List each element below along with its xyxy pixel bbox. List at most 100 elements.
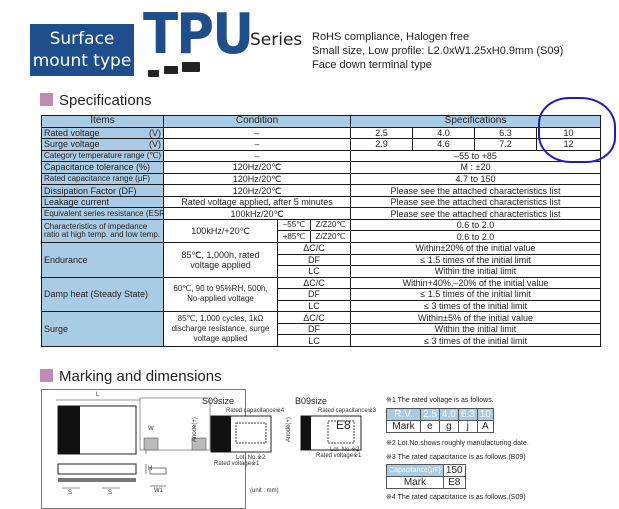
surge-voltage-value: 2.9 xyxy=(350,138,414,151)
dim-label-w1: W1 xyxy=(154,488,163,494)
surge-item-value: ≤ 3 times of the initial limit xyxy=(350,334,602,347)
damp-heat-label: Damp heat (Steady State) xyxy=(41,276,164,313)
damp-item-key: LC xyxy=(276,299,352,313)
rated-voltage-value: 6.3 xyxy=(474,126,538,140)
surge-cond: 85℃, 1,000 cycles, 1kΩ discharge resista… xyxy=(163,311,278,347)
endurance-label: Endurance xyxy=(41,242,164,278)
rated-voltage-mark-table: R.V. 2.5 4.0 6.3 10 Mark e g j A xyxy=(386,408,494,433)
cap-mark: E8 xyxy=(442,476,466,489)
spec-row-label: Category temperature range (℃) xyxy=(41,149,164,163)
hand-drawn-circle-annotation xyxy=(538,97,616,163)
rv-head: R.V. xyxy=(386,408,421,421)
spec-row-value: Please see the attached characteristics … xyxy=(350,184,602,197)
rated-voltage-value: 2.5 xyxy=(350,126,414,140)
surge-item-key: DF xyxy=(276,322,352,336)
note-2: ※2 Lot.No.shows roughly manufacturing da… xyxy=(386,440,529,447)
impedance-cond: 100kHz/+20℃ xyxy=(163,218,278,244)
desc-line: RoHS compliance, Halogen free xyxy=(312,31,470,43)
surge-item-value: Within the initial limit xyxy=(350,322,602,336)
section-title: Specifications xyxy=(59,92,152,109)
spec-row-cond: 120Hz/20℃ xyxy=(162,172,352,186)
impedance-ratio-high: Z/Z20℃ xyxy=(309,230,352,243)
damp-item-key: DF xyxy=(276,288,352,301)
surge-item-key: LC xyxy=(276,334,352,347)
b09-size-label: B09size xyxy=(295,396,328,406)
s09-size-label: S09size xyxy=(202,396,235,406)
impedance-spec-low: 0.6 to 2.0 xyxy=(350,218,602,232)
section-marker xyxy=(40,369,53,382)
s09-anode-label: Anode(+) xyxy=(192,417,198,442)
desc-line: Small size, Low profile: L2.0xW1.25xH0.9… xyxy=(312,45,564,57)
damp-heat-cond: 60℃, 90 to 95%RH, 500h, No-applied volta… xyxy=(163,276,278,313)
spec-row-cond: Rated voltage applied, after 5 minutes xyxy=(162,195,352,209)
s09-lot-label: Lot. No.※2 xyxy=(236,455,266,461)
product-description: RoHS compliance, Halogen free Small size… xyxy=(312,30,563,72)
endurance-item-key: ΔC/C xyxy=(276,242,352,255)
spec-row-value: –55 to +85 xyxy=(350,149,602,163)
spec-row-label: Capacitance tolerance (%) xyxy=(41,161,164,174)
note-3: ※3 The rated capacitance is as follows.(… xyxy=(386,454,526,461)
specifications-table: Items Condition Specifications Rated vol… xyxy=(41,115,602,347)
cap-head: Capacitance(μF) xyxy=(386,464,444,477)
s09-rated-volt-label: Rated voltage※1 xyxy=(214,461,260,467)
rated-voltage-cond: – xyxy=(162,126,352,140)
spec-row-cond: 120Hz/20℃ xyxy=(162,184,352,197)
unit-label: (unit : mm) xyxy=(250,488,279,494)
spec-row-label: Equivalent series resistance (ESR) xyxy=(41,207,164,220)
cap-value: 150 xyxy=(442,464,466,477)
surface-mount-badge: Surface mount type xyxy=(30,24,134,76)
section-marker xyxy=(40,93,53,106)
spec-row-value: 4.7 to 150 xyxy=(350,172,602,186)
series-suffix: Series xyxy=(250,30,303,50)
spec-row-value: M : ±20 xyxy=(350,161,602,174)
dim-label-w: W xyxy=(148,426,154,432)
dim-label-s: S xyxy=(108,490,113,496)
spec-row-cond: 100kHz/20℃ xyxy=(162,207,352,220)
dim-label-h: H xyxy=(148,466,153,472)
s09-rated-cap-label: Rated capacitance※4 xyxy=(226,408,285,414)
impedance-label: Characteristics of impedance ratio at hi… xyxy=(41,218,164,244)
b09-rated-cap-label: Rated capacitance※3 xyxy=(318,408,377,414)
mark-head: Mark xyxy=(386,420,421,433)
cap-mark-head: Mark xyxy=(386,476,444,489)
surge-voltage-value: 4.6 xyxy=(412,138,476,151)
surge-item-value: Within±5% of the initial value xyxy=(350,311,602,324)
spec-row-cond: 120Hz/20℃ xyxy=(162,161,352,174)
s09-chip-marking-svg xyxy=(210,415,272,453)
marking-notes: ※1 The rated voltage is as follows. R.V.… xyxy=(386,396,529,501)
desc-line: Face down terminal type xyxy=(312,59,432,71)
rv-value: 10 xyxy=(476,408,494,421)
surge-item-key: ΔC/C xyxy=(276,311,352,324)
section-title: Marking and dimensions xyxy=(59,368,222,385)
mark-value: e xyxy=(420,420,440,433)
note-4: ※4 The rated capacitance is as follows.(… xyxy=(386,494,526,501)
damp-item-value: ≤ 1.5 times of the initial limit xyxy=(350,288,602,301)
dim-label-l: L xyxy=(96,392,100,398)
b09-anode-label: Anode(+) xyxy=(286,417,292,442)
spec-row-label: Rated capacitance range (μF) xyxy=(41,172,164,186)
series-name: TPU xyxy=(143,2,254,67)
spec-row-value: Please see the attached characteristics … xyxy=(350,195,602,209)
dimension-drawing-svg xyxy=(56,397,211,489)
rv-value: 6.3 xyxy=(457,408,478,421)
damp-item-value: Within+40%,–20% of the initial value xyxy=(350,276,602,290)
surge-voltage-cond: – xyxy=(162,138,352,151)
mark-value: j xyxy=(457,420,478,433)
note-1: ※1 The rated voltage is as follows. xyxy=(386,397,494,404)
marking-heading: Marking and dimensions xyxy=(40,368,222,385)
spec-row-value: Please see the attached characteristics … xyxy=(350,207,602,220)
endurance-item-key: DF xyxy=(276,253,352,267)
spec-row-cond: – xyxy=(162,149,352,163)
capacitance-mark-table: Capacitance(μF) 150 Mark E8 xyxy=(386,464,466,489)
badge-line2: mount type xyxy=(32,51,132,71)
header-items: Items xyxy=(41,115,164,128)
b09-rated-volt-label: Rated voltage※1 xyxy=(316,453,362,459)
rated-voltage-value: 4.0 xyxy=(412,126,476,140)
endurance-item-value: ≤ 1.5 times of the initial limit xyxy=(350,253,602,267)
b09-chip-marking-svg xyxy=(300,415,362,451)
mark-value: A xyxy=(476,420,494,433)
rv-value: 4.0 xyxy=(438,408,459,421)
specifications-heading: Specifications xyxy=(40,92,152,109)
damp-item-value: ≤ 3 times of the initial limit xyxy=(350,299,602,313)
surge-voltage-label: Surge voltage(V) xyxy=(41,138,164,151)
